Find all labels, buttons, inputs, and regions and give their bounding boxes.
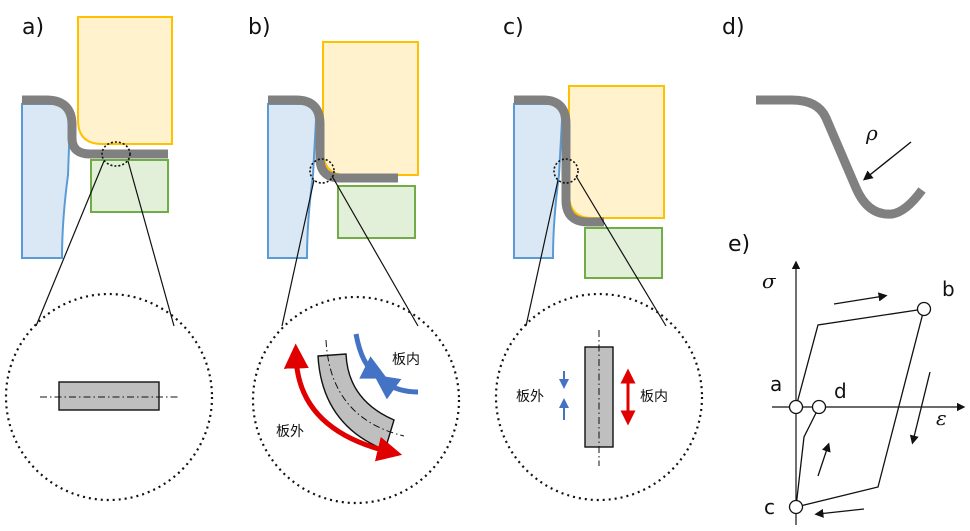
zoom-marker [101,141,131,167]
sigma-label: σ [762,269,777,293]
point-c-label: c [764,495,775,519]
springback-sheet [756,95,926,219]
zoom-line [331,175,419,327]
panel-b: b) 板内 板外 [248,15,461,505]
state-point-b [916,301,932,317]
zoom-marker [553,158,579,184]
zoom-circle [494,292,704,502]
direction-arrow [833,292,888,305]
sheet-strip [514,95,604,227]
point-b-label: b [942,277,955,301]
outer-surface-label: 板外 [276,424,304,440]
panel-d-label: d) [722,15,745,40]
panel-a: a) [4,15,214,502]
direction-arrow [817,442,831,477]
die-shape [513,103,564,259]
compression-arrow [373,374,419,400]
zoom-line [575,175,667,327]
blank-holder [337,185,416,239]
panel-b-label: b) [248,15,271,40]
compression-arrow [353,333,388,379]
die-shape [267,103,318,259]
point-a-label: a [770,372,782,396]
punch-shape [568,85,665,219]
zoom-circle [251,295,461,505]
sheet-strip [22,95,168,159]
state-point-a [788,399,804,415]
blank-holder [584,227,663,279]
direction-arrow [814,508,865,518]
zoom-line [281,179,315,327]
zoom-circle [4,292,214,502]
radius-arrow [862,141,912,181]
punch-shape [322,41,419,176]
panel-c: c) 板外 板内 [494,15,704,502]
direction-arrow [909,371,931,445]
radius-symbol: ρ [865,121,878,145]
zoom-marker [309,158,335,184]
state-point-d [811,399,827,415]
point-d-label: d [834,379,847,403]
panel-d: d) ρ [722,15,926,219]
die-shape [21,103,72,259]
bent-element [317,353,395,451]
panel-c-label: c) [503,15,524,40]
punch-shape [77,16,173,145]
zoom-line [525,179,559,327]
blank-holder [90,159,169,213]
inner-surface-label: 板内 [392,352,420,368]
outer-surface-label: 板外 [516,389,544,405]
panel-a-label: a) [22,15,44,40]
zoom-line [35,160,105,327]
panel-e-label: e) [728,232,750,257]
stress-strain-path [795,308,925,508]
epsilon-label: ε [936,406,947,430]
straight-element [58,381,160,411]
inner-surface-label: 板内 [640,389,668,405]
zoom-line [127,160,175,327]
tension-arrow [283,343,403,462]
state-point-c [788,499,804,515]
panel-e: e) σ ε a d b c [728,232,966,525]
